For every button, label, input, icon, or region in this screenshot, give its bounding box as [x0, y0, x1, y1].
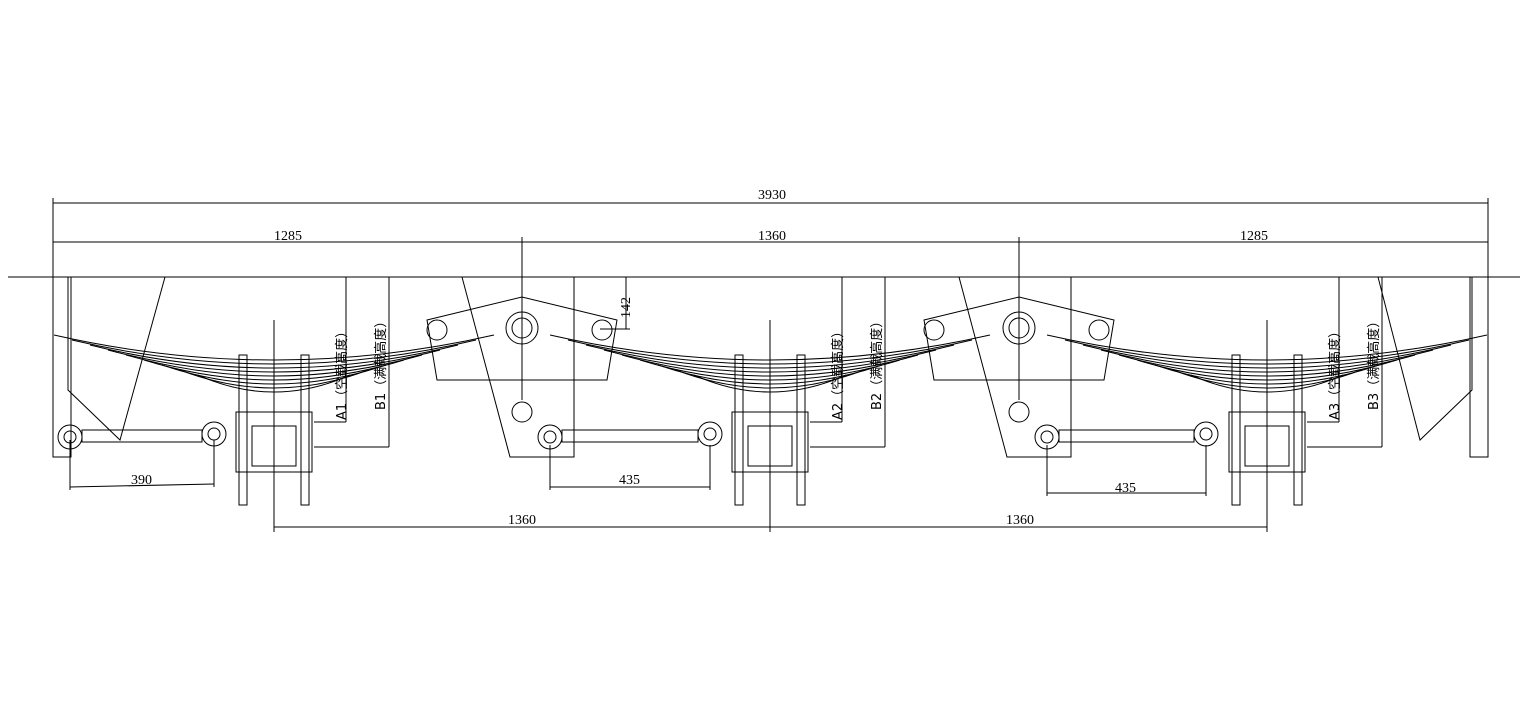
- shackle-pin: [426, 319, 448, 341]
- spring-leaf: [197, 374, 351, 393]
- axle-box: [235, 411, 313, 473]
- spring-leaf: [1100, 349, 1434, 373]
- spring-leaf: [1190, 374, 1344, 393]
- rod-eye-inner: [703, 427, 717, 441]
- suspension-geometry: [8, 198, 1520, 532]
- shackle-pin: [1088, 319, 1110, 341]
- radius-rod: [561, 429, 699, 443]
- equalizer-bracket: [958, 276, 1072, 458]
- spring-leaf: [1118, 354, 1416, 377]
- spring-leaf: [639, 359, 901, 381]
- dim-overall: 3930: [758, 188, 786, 203]
- rod-eye-inner: [1199, 427, 1213, 441]
- spring-leaf: [585, 344, 955, 369]
- dim-segment-2: 1360: [758, 229, 786, 244]
- equalizer-arm: [923, 296, 1115, 381]
- bracket-hole: [1008, 401, 1030, 423]
- equalizer-bracket: [461, 276, 575, 458]
- u-bolt: [1293, 354, 1303, 506]
- dim-axle-spacing-2: 1360: [1006, 513, 1034, 528]
- u-bolt: [300, 354, 310, 506]
- bracket-hole: [511, 401, 533, 423]
- rod-eye: [697, 421, 723, 447]
- u-bolt: [238, 354, 248, 506]
- equalizer-pivot: [505, 311, 539, 345]
- spring-leaf: [1136, 359, 1398, 381]
- dim-axle-spacing-1: 1360: [508, 513, 536, 528]
- label-a2: A2（空载高度）: [830, 325, 846, 420]
- dim-line-link: [69, 483, 215, 488]
- shackle-pin: [591, 319, 613, 341]
- spring-leaf: [125, 354, 423, 377]
- rod-eye-inner: [543, 430, 557, 444]
- axle-box: [1228, 411, 1306, 473]
- spring-leaf: [71, 339, 477, 365]
- dim-link-3: 435: [1115, 481, 1136, 496]
- rear-hanger: [1469, 276, 1489, 458]
- spring-leaf: [1064, 339, 1470, 365]
- spring-leaf: [89, 344, 459, 369]
- u-bolt: [1231, 354, 1241, 506]
- spring-leaf: [549, 334, 991, 361]
- axle-section: [251, 425, 297, 467]
- label-b1: B1（满载高度）: [373, 315, 389, 410]
- dim-link-1: 390: [131, 473, 152, 488]
- spring-leaf: [603, 349, 937, 373]
- dim-segment-3: 1285: [1240, 229, 1268, 244]
- u-bolt: [734, 354, 744, 506]
- spring-leaf: [1046, 334, 1488, 361]
- dim-segment-1: 1285: [274, 229, 302, 244]
- rod-eye-inner: [1040, 430, 1054, 444]
- label-a1: A1（空载高度）: [334, 325, 350, 420]
- axle-section: [1244, 425, 1290, 467]
- front-hanger: [52, 276, 72, 458]
- dim-equalizer-height: 142: [619, 297, 634, 318]
- dim-link-2: 435: [619, 473, 640, 488]
- spring-leaf: [567, 339, 973, 365]
- shackle-pin: [923, 319, 945, 341]
- rod-eye-inner: [207, 427, 221, 441]
- label-a3: A3（空载高度）: [1327, 325, 1343, 420]
- rear-hanger-plate: [1377, 276, 1473, 441]
- spring-leaf: [1082, 344, 1452, 369]
- label-b3: B3（满载高度）: [1366, 315, 1382, 410]
- equalizer-pivot-inner: [511, 317, 533, 339]
- rod-eye: [1193, 421, 1219, 447]
- equalizer-pivot-inner: [1008, 317, 1030, 339]
- equalizer-arm: [426, 296, 618, 381]
- spring-leaf: [693, 374, 847, 393]
- spring-leaf: [107, 349, 441, 373]
- rod-eye-inner: [63, 430, 77, 444]
- equalizer-pivot: [1002, 311, 1036, 345]
- axle-section: [747, 425, 793, 467]
- axle-box: [731, 411, 809, 473]
- u-bolt: [796, 354, 806, 506]
- label-b2: B2（满载高度）: [869, 315, 885, 410]
- radius-rod: [81, 429, 203, 443]
- radius-rod: [1058, 429, 1195, 443]
- spring-leaf: [53, 334, 495, 361]
- spring-leaf: [143, 359, 405, 381]
- front-hanger-plate: [67, 276, 166, 441]
- spring-leaf: [621, 354, 919, 377]
